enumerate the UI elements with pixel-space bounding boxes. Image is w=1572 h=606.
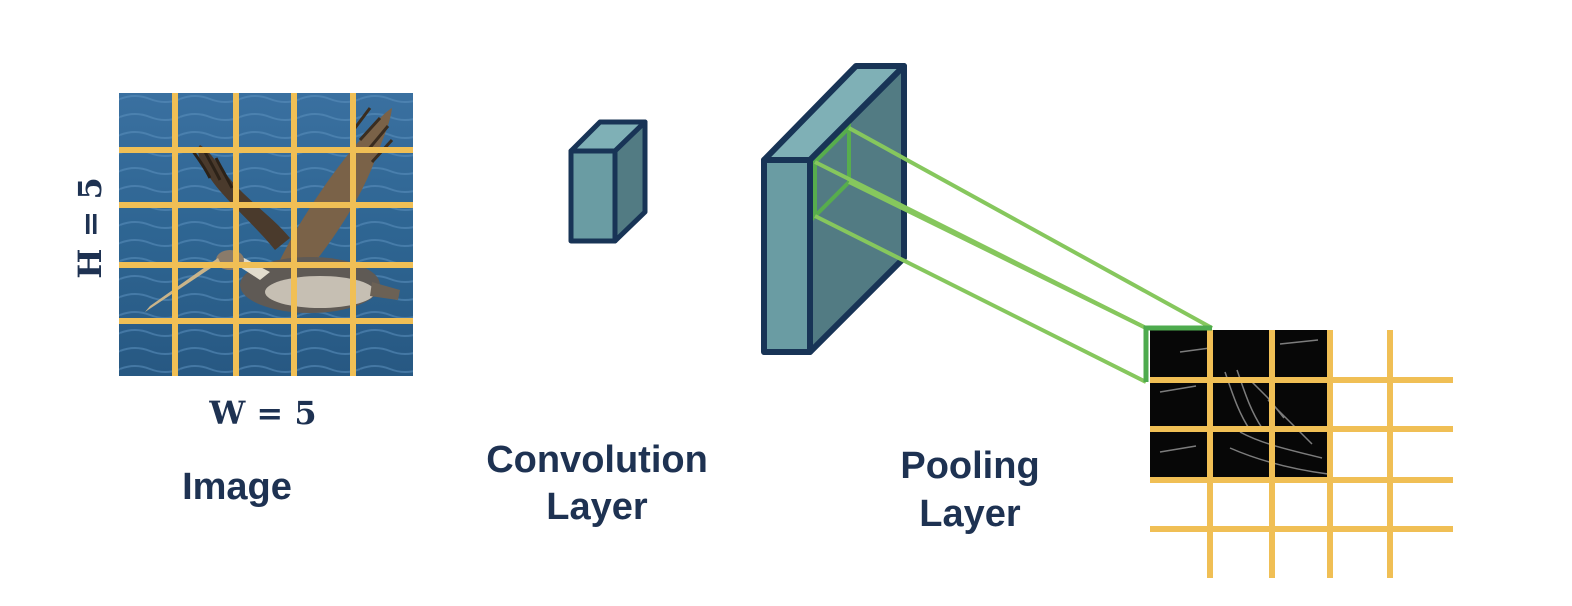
pool-box-front — [761, 157, 813, 355]
output-feature-map — [1150, 330, 1330, 478]
pelican-tail — [370, 282, 400, 300]
feature-map-image — [1150, 330, 1330, 478]
receptive-field-lines — [813, 123, 1213, 384]
pooling-label-line2: Layer — [919, 493, 1021, 535]
pooling-layer-box — [761, 63, 907, 355]
height-label: H = 5 — [71, 177, 109, 279]
pelican-left-wing — [198, 145, 290, 250]
pelican-right-wing — [280, 108, 392, 262]
output-grid — [1150, 330, 1453, 578]
convolution-label-line2: Layer — [546, 486, 648, 528]
pooling-label-line1: Pooling — [900, 445, 1039, 487]
output-cell-highlight — [1143, 325, 1212, 382]
image-grid — [119, 93, 413, 376]
input-image — [119, 93, 413, 376]
pelican-illustration — [145, 107, 400, 313]
width-label: W = 5 — [208, 394, 316, 432]
convolution-label-line1: Convolution — [486, 439, 708, 481]
convolution-kernel-box — [568, 119, 648, 244]
pelican-beak — [145, 258, 220, 312]
image-label: Image — [182, 466, 292, 508]
conv-box-front — [568, 148, 618, 244]
